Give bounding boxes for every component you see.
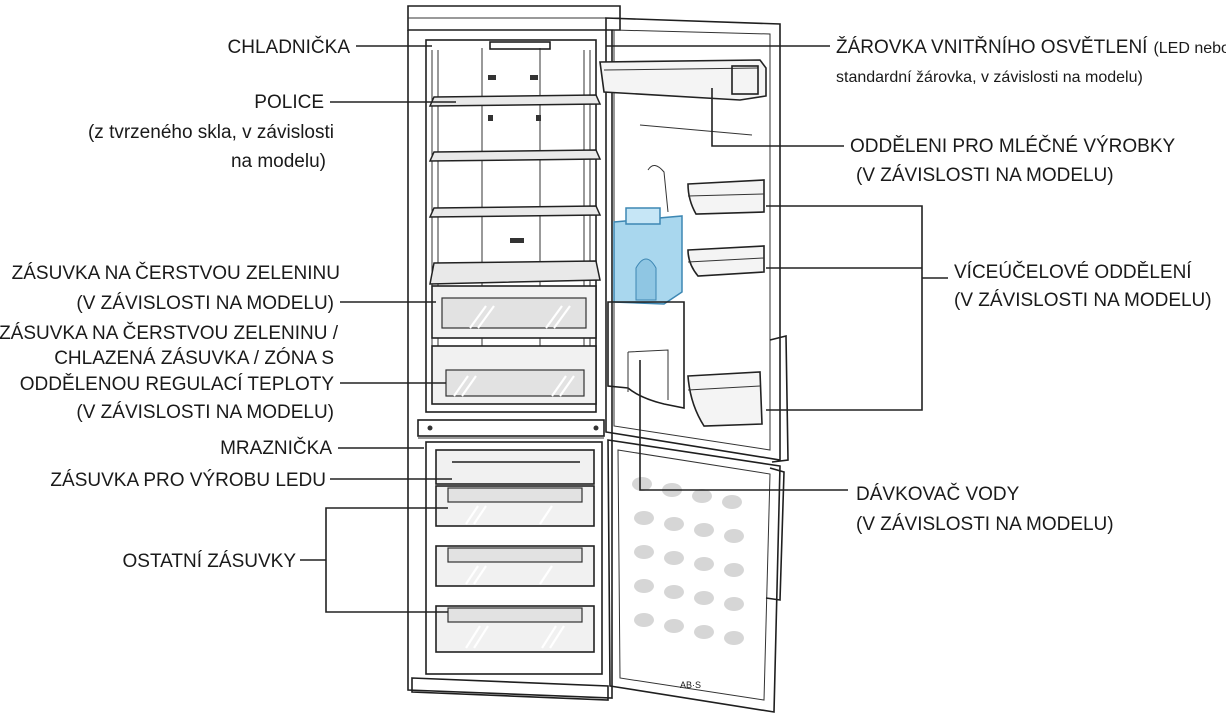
water-dispenser: [607, 301, 685, 409]
door-bins: [687, 179, 765, 427]
label-lamp: ŽÁROVKA VNITŘNÍHO OSVĚTLENÍ(LED nebo: [836, 36, 1226, 58]
label-water-dispenser-note: (V ZÁVISLOSTI NA MODELU): [856, 514, 1114, 535]
crisper-drawer: [431, 285, 597, 339]
label-multipurpose-note: (V ZÁVISLOSTI NA MODELU): [954, 290, 1212, 311]
label-crisper-note: (V ZÁVISLOSTI NA MODELU): [76, 293, 334, 314]
vent-marks: [488, 75, 541, 243]
chill-drawer: [431, 345, 597, 405]
fridge-base: [411, 677, 609, 701]
freezer-separator: [417, 419, 605, 439]
label-chill-4: (V ZÁVISLOSTI NA MODELU): [76, 402, 334, 423]
label-chill-1: ZÁSUVKA NA ČERSTVOU ZELENINU /: [0, 322, 339, 344]
label-chill-3: ODDĚLENOU REGULACÍ TEPLOTY: [20, 373, 335, 395]
label-freezer: MRAZNIČKA: [220, 437, 332, 459]
label-shelves-note-2: na modelu): [231, 151, 326, 172]
label-chill-2: CHLAZENÁ ZÁSUVKA / ZÓNA S: [54, 347, 334, 369]
label-multipurpose: VÍCEÚČELOVÉ ODDĚLENÍ: [954, 261, 1192, 283]
leader-lines: [300, 45, 948, 613]
water-tank: [613, 165, 683, 305]
dairy-compartment: [599, 59, 767, 101]
door-brand-mark: AB·S: [680, 680, 701, 690]
freezer-door: AB·S: [607, 439, 785, 713]
label-dairy-note: (V ZÁVISLOSTI NA MODELU): [856, 165, 1114, 186]
label-water-dispenser: DÁVKOVAČ VODY: [856, 483, 1020, 505]
label-ice-drawer: ZÁSUVKA PRO VÝROBU LEDU: [50, 470, 326, 491]
label-shelves: POLICE: [254, 92, 324, 113]
fridge-body: [407, 5, 621, 699]
label-dairy: ODDĚLENI PRO MLÉČNÉ VÝROBKY: [850, 135, 1176, 157]
left-labels: CHLADNIČKA POLICE (z tvrzeného skla, v z…: [0, 36, 350, 572]
freezer-door-dimples: [632, 477, 744, 645]
label-fridge: CHLADNIČKA: [228, 36, 351, 58]
glass-shelves: [428, 94, 602, 285]
label-crisper: ZÁSUVKA NA ČERSTVOU ZELENINU: [12, 262, 340, 284]
label-shelves-note-1: (z tvrzeného skla, v závislosti: [88, 122, 334, 143]
label-other-drawers: OSTATNÍ ZÁSUVKY: [123, 551, 297, 572]
freezer-compartment: [425, 441, 603, 675]
label-lamp-note: standardní žárovka, v závislosti na mode…: [836, 69, 1143, 86]
right-labels: ŽÁROVKA VNITŘNÍHO OSVĚTLENÍ(LED nebo sta…: [836, 36, 1226, 535]
